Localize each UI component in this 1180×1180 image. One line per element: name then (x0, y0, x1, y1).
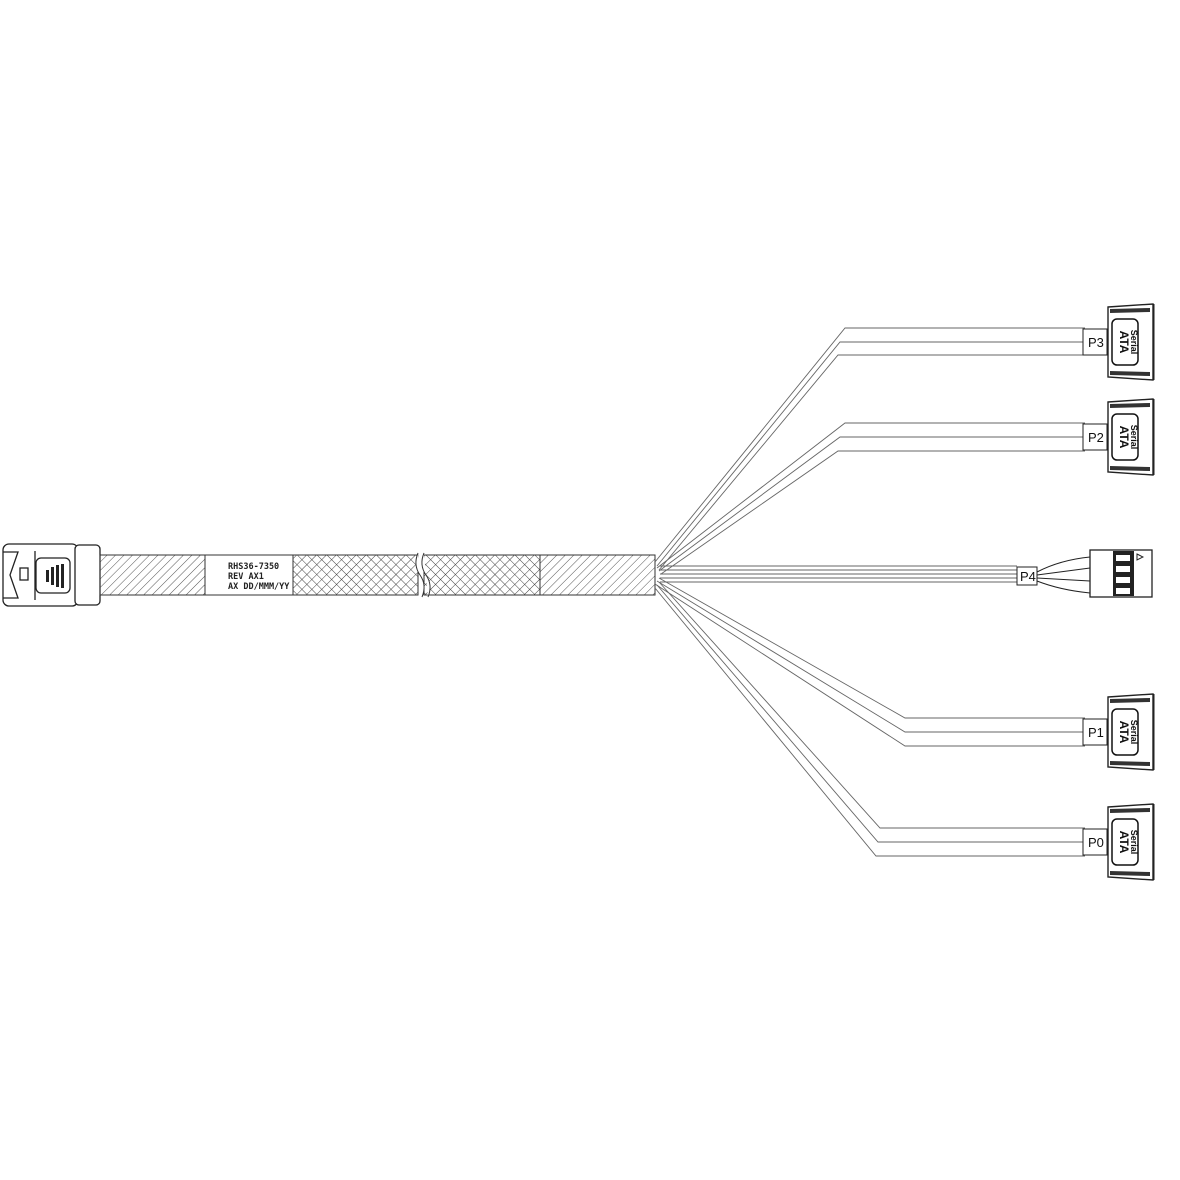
port-label: P3 (1088, 335, 1104, 350)
sata-logo-ata: ATA (1117, 426, 1131, 449)
label-line-revision: REV AX1 (228, 572, 264, 582)
sata-logo-serial: Serial (1129, 425, 1139, 450)
wires (654, 327, 1085, 857)
sata-logo-serial: Serial (1129, 330, 1139, 355)
cable-label: RHS36-7350 REV AX1 AX DD/MMM/YY (204, 554, 294, 596)
grip-ridges-icon (46, 564, 64, 588)
mini-sas-connector (2, 543, 101, 607)
sata-logo-serial: Serial (1129, 720, 1139, 745)
sata-logo-ata: ATA (1117, 331, 1131, 354)
sata-logo-serial: Serial (1129, 830, 1139, 855)
label-line-date: AX DD/MMM/YY (228, 582, 290, 592)
port-label: P2 (1088, 430, 1104, 445)
sideband-connector-p4: P4 (1016, 549, 1153, 598)
cable-jacket (99, 552, 656, 598)
sata-logo-ata: ATA (1117, 721, 1131, 744)
port-label: P1 (1088, 725, 1104, 740)
label-line-part-number: RHS36-7350 (228, 562, 279, 572)
port-label: P0 (1088, 835, 1104, 850)
sata-logo-ata: ATA (1117, 831, 1131, 854)
port-label-p4: P4 (1020, 569, 1036, 584)
